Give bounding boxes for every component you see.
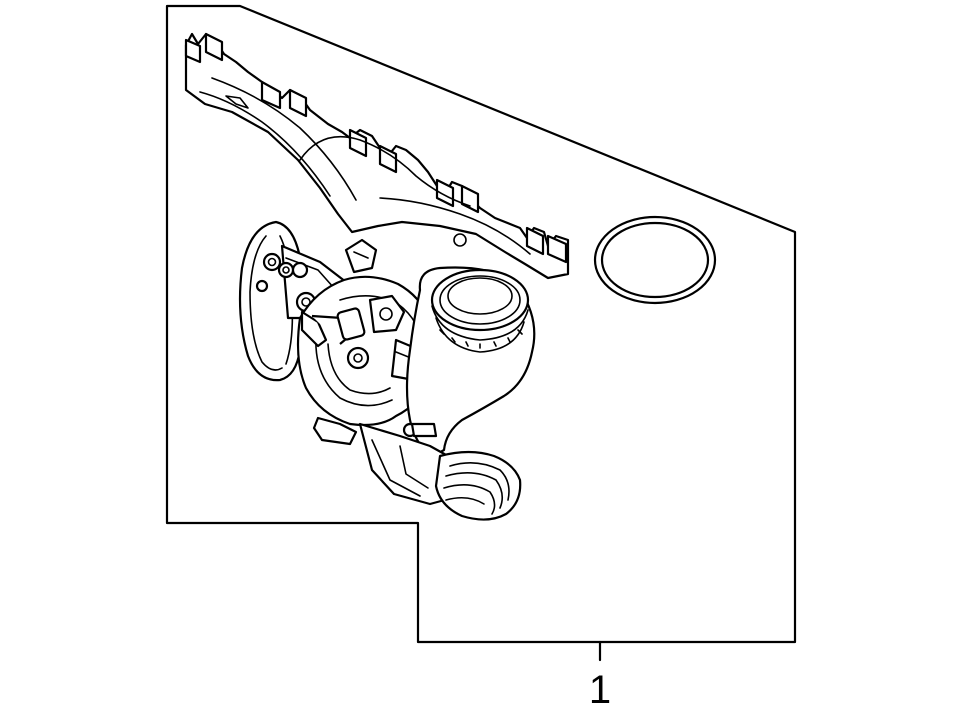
callout-1-label: 1	[589, 668, 611, 706]
manifold-flange-tabs	[184, 32, 568, 264]
turbocharger-assembly	[184, 32, 570, 521]
exhaust-manifold-body	[184, 32, 570, 280]
part-group-boundary	[165, 4, 797, 644]
compressor-inlet	[430, 268, 530, 353]
gasket-ring	[593, 215, 717, 305]
outlet-pipe	[434, 450, 522, 521]
